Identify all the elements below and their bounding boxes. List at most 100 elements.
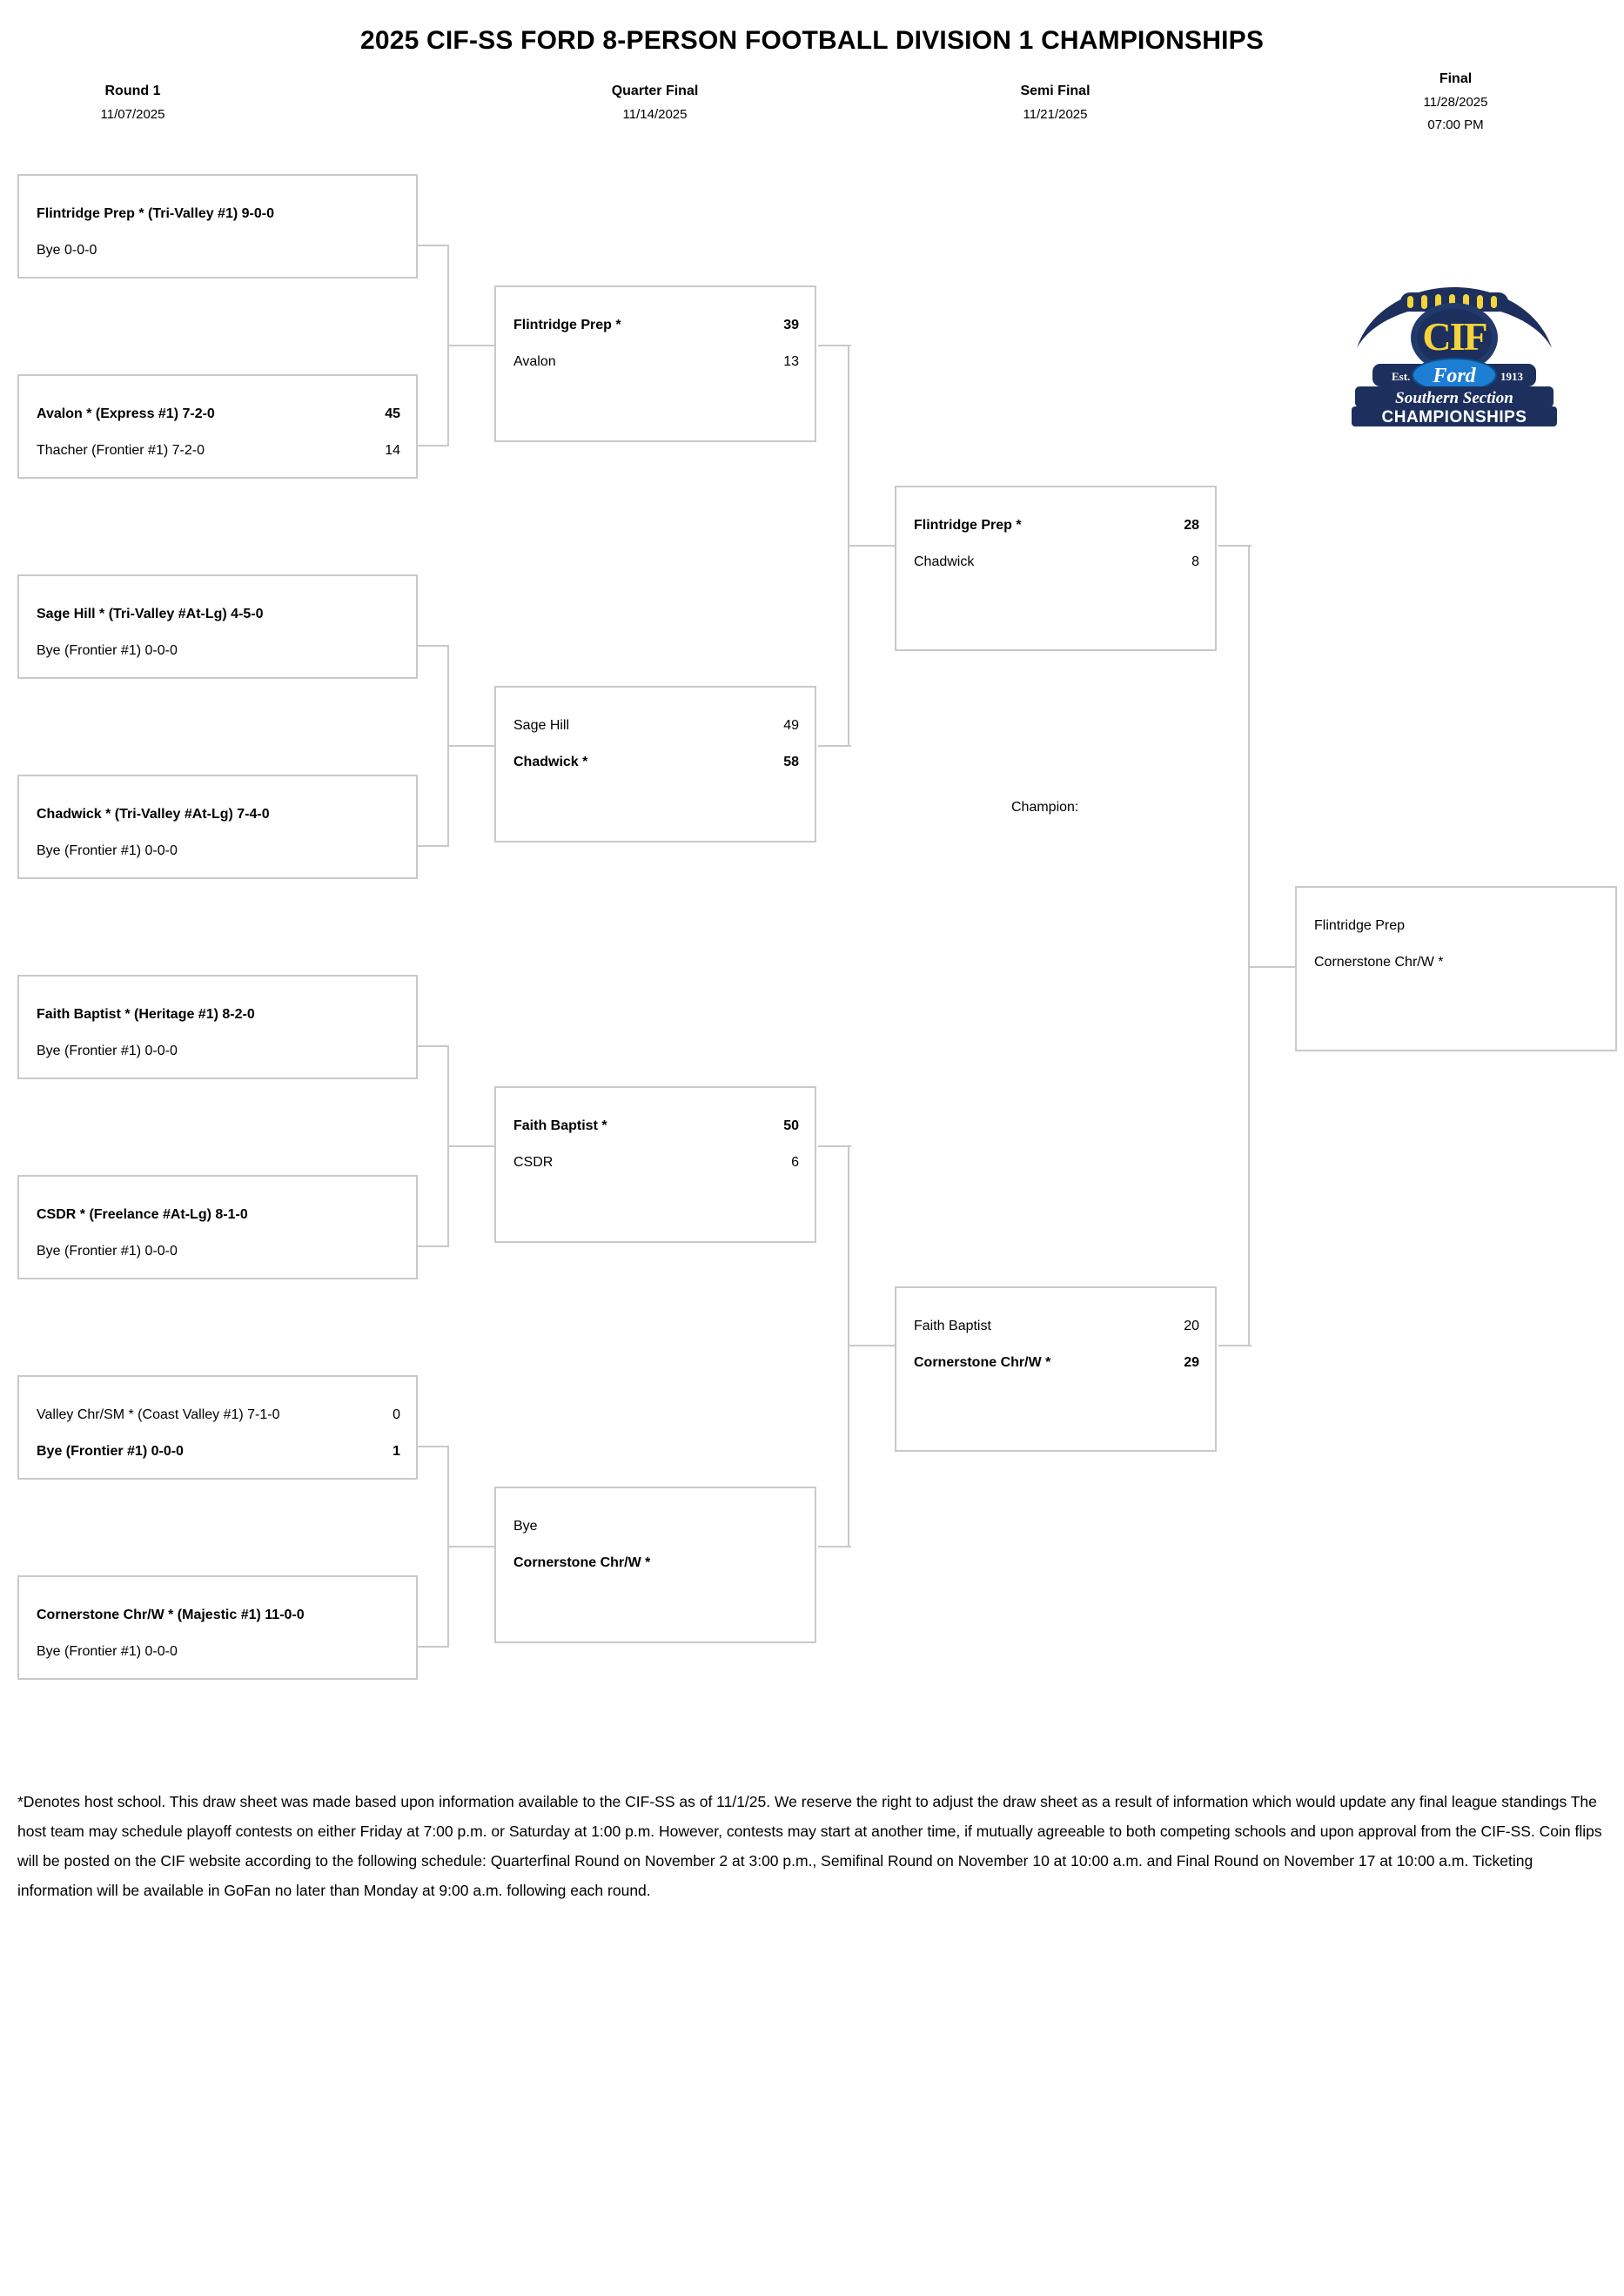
match-box-r1-8[interactable]: Cornerstone Chr/W * (Majestic #1) 11-0-0… (17, 1575, 418, 1680)
round-header-semifinal: Semi Final 11/21/2025 (940, 84, 1171, 130)
team-row[interactable]: Flintridge Prep (1297, 919, 1615, 933)
footer-note: *Denotes host school. This draw sheet wa… (17, 1793, 1602, 1900)
match-box-r1-4[interactable]: Chadwick * (Tri-Valley #At-Lg) 7-4-0 Bye… (17, 775, 418, 879)
svg-text:CIF: CIF (1422, 314, 1486, 359)
match-box-qf-1[interactable]: Flintridge Prep * 39 Avalon 13 (494, 285, 816, 442)
team-row[interactable]: Cornerstone Chr/W * 29 (896, 1356, 1215, 1370)
team-row[interactable]: Faith Baptist 20 (896, 1319, 1215, 1333)
cif-southern-section-logo: CIF Est. 1913 Ford Southern Section CHAM… (1350, 280, 1559, 428)
team-row[interactable]: Faith Baptist * 50 (496, 1119, 815, 1133)
team-row[interactable]: Flintridge Prep * 39 (496, 319, 815, 332)
team-row[interactable]: CSDR * (Freelance #At-Lg) 8-1-0 (19, 1208, 416, 1222)
round-header-final: Final 11/28/2025 07:00 PM (1340, 71, 1571, 132)
champion-label: Champion: (1011, 800, 1079, 815)
team-score: 1 (393, 1444, 400, 1459)
team-name: Cornerstone Chr/W * (914, 1355, 1051, 1370)
team-name: CSDR (513, 1155, 554, 1170)
connector (447, 1546, 494, 1547)
team-row[interactable]: Bye (Frontier #1) 0-0-0 (19, 1044, 416, 1058)
match-box-qf-3[interactable]: Faith Baptist * 50 CSDR 6 (494, 1086, 816, 1243)
round-header-name: Quarter Final (611, 84, 699, 98)
team-row[interactable]: Cornerstone Chr/W * (1297, 956, 1615, 970)
round-header-date: 11/21/2025 (1023, 107, 1088, 122)
team-score: 8 (1191, 554, 1199, 569)
svg-text:Southern Section: Southern Section (1395, 389, 1513, 407)
connector (1248, 966, 1295, 968)
team-score: 6 (791, 1155, 799, 1170)
team-name: Flintridge Prep (1314, 918, 1406, 933)
team-row[interactable]: Chadwick * (Tri-Valley #At-Lg) 7-4-0 (19, 808, 416, 822)
team-score: 29 (1184, 1355, 1199, 1370)
team-name: Chadwick * (513, 755, 588, 769)
team-row[interactable]: Bye (496, 1520, 815, 1534)
team-row[interactable]: Avalon 13 (496, 355, 815, 369)
team-row[interactable]: Avalon * (Express #1) 7-2-0 45 (19, 407, 416, 421)
connector (416, 1446, 449, 1447)
match-box-r1-1[interactable]: Flintridge Prep * (Tri-Valley #1) 9-0-0 … (17, 174, 418, 279)
match-box-qf-4[interactable]: Bye Cornerstone Chr/W * (494, 1487, 816, 1643)
team-name: Flintridge Prep * (914, 518, 1022, 533)
page-title: 2025 CIF-SS FORD 8-PERSON FOOTBALL DIVIS… (359, 26, 1265, 55)
team-row[interactable]: Cornerstone Chr/W * (Majestic #1) 11-0-0 (19, 1608, 416, 1622)
team-name: Bye (513, 1519, 538, 1534)
team-score: 58 (783, 755, 799, 769)
match-box-r1-7[interactable]: Valley Chr/SM * (Coast Valley #1) 7-1-0 … (17, 1375, 418, 1480)
team-row[interactable]: Chadwick 8 (896, 555, 1215, 569)
match-box-r1-2[interactable]: Avalon * (Express #1) 7-2-0 45 Thacher (… (17, 374, 418, 479)
team-row[interactable]: Bye 0-0-0 (19, 244, 416, 258)
team-name: CSDR * (Freelance #At-Lg) 8-1-0 (37, 1207, 248, 1222)
team-score: 28 (1184, 518, 1199, 533)
connector (416, 1646, 449, 1648)
round-header-name: Final (1439, 71, 1473, 86)
team-row[interactable]: Faith Baptist * (Heritage #1) 8-2-0 (19, 1008, 416, 1022)
svg-text:Est.: Est. (1392, 370, 1410, 383)
team-row[interactable]: Flintridge Prep * (Tri-Valley #1) 9-0-0 (19, 207, 416, 221)
connector (848, 1345, 895, 1346)
match-box-r1-5[interactable]: Faith Baptist * (Heritage #1) 8-2-0 Bye … (17, 975, 418, 1079)
connector (447, 345, 494, 346)
match-box-r1-6[interactable]: CSDR * (Freelance #At-Lg) 8-1-0 Bye (Fro… (17, 1175, 418, 1279)
match-box-r1-3[interactable]: Sage Hill * (Tri-Valley #At-Lg) 4-5-0 By… (17, 574, 418, 679)
team-row[interactable]: Bye (Frontier #1) 0-0-0 (19, 844, 416, 858)
team-name: Sage Hill * (Tri-Valley #At-Lg) 4-5-0 (37, 607, 264, 621)
match-box-sf-2[interactable]: Faith Baptist 20 Cornerstone Chr/W * 29 (895, 1286, 1217, 1452)
round-header-name: Semi Final (1020, 84, 1090, 98)
team-row[interactable]: Chadwick * 58 (496, 755, 815, 769)
team-score: 14 (385, 443, 400, 458)
round-header-date: 11/07/2025 (100, 107, 165, 122)
team-row[interactable]: Bye (Frontier #1) 0-0-0 (19, 1245, 416, 1259)
team-name: Cornerstone Chr/W * (1314, 955, 1444, 970)
match-box-qf-2[interactable]: Sage Hill 49 Chadwick * 58 (494, 686, 816, 843)
team-name: Faith Baptist * (Heritage #1) 8-2-0 (37, 1007, 255, 1022)
match-box-final[interactable]: Flintridge Prep Cornerstone Chr/W * (1295, 886, 1617, 1051)
team-name: Sage Hill (513, 718, 570, 733)
connector (416, 245, 449, 246)
round-header-date: 11/14/2025 (622, 107, 688, 122)
team-row[interactable]: Flintridge Prep * 28 (896, 519, 1215, 533)
team-row[interactable]: Sage Hill * (Tri-Valley #At-Lg) 4-5-0 (19, 608, 416, 621)
team-name: Faith Baptist * (513, 1118, 607, 1133)
connector (818, 1546, 851, 1547)
team-row[interactable]: Valley Chr/SM * (Coast Valley #1) 7-1-0 … (19, 1408, 416, 1422)
team-row[interactable]: Cornerstone Chr/W * (496, 1556, 815, 1570)
connector (1218, 545, 1252, 547)
team-name: Bye (Frontier #1) 0-0-0 (37, 843, 178, 858)
team-name: Faith Baptist (914, 1319, 991, 1333)
connector (416, 1045, 449, 1047)
match-box-sf-1[interactable]: Flintridge Prep * 28 Chadwick 8 (895, 486, 1217, 651)
team-name: Bye 0-0-0 (37, 243, 97, 258)
team-row[interactable]: CSDR 6 (496, 1156, 815, 1170)
team-score: 13 (783, 354, 799, 369)
team-name: Bye (Frontier #1) 0-0-0 (37, 1444, 184, 1459)
team-score: 0 (393, 1407, 400, 1422)
team-score: 39 (783, 318, 799, 332)
team-score: 20 (1184, 1319, 1199, 1333)
round-header-round1: Round 1 11/07/2025 (17, 84, 248, 130)
team-row[interactable]: Bye (Frontier #1) 0-0-0 (19, 1645, 416, 1659)
team-row[interactable]: Bye (Frontier #1) 0-0-0 (19, 644, 416, 658)
team-name: Bye (Frontier #1) 0-0-0 (37, 1244, 178, 1259)
team-row[interactable]: Thacher (Frontier #1) 7-2-0 14 (19, 444, 416, 458)
team-row[interactable]: Bye (Frontier #1) 0-0-0 1 (19, 1445, 416, 1459)
team-row[interactable]: Sage Hill 49 (496, 719, 815, 733)
connector (818, 1145, 851, 1147)
